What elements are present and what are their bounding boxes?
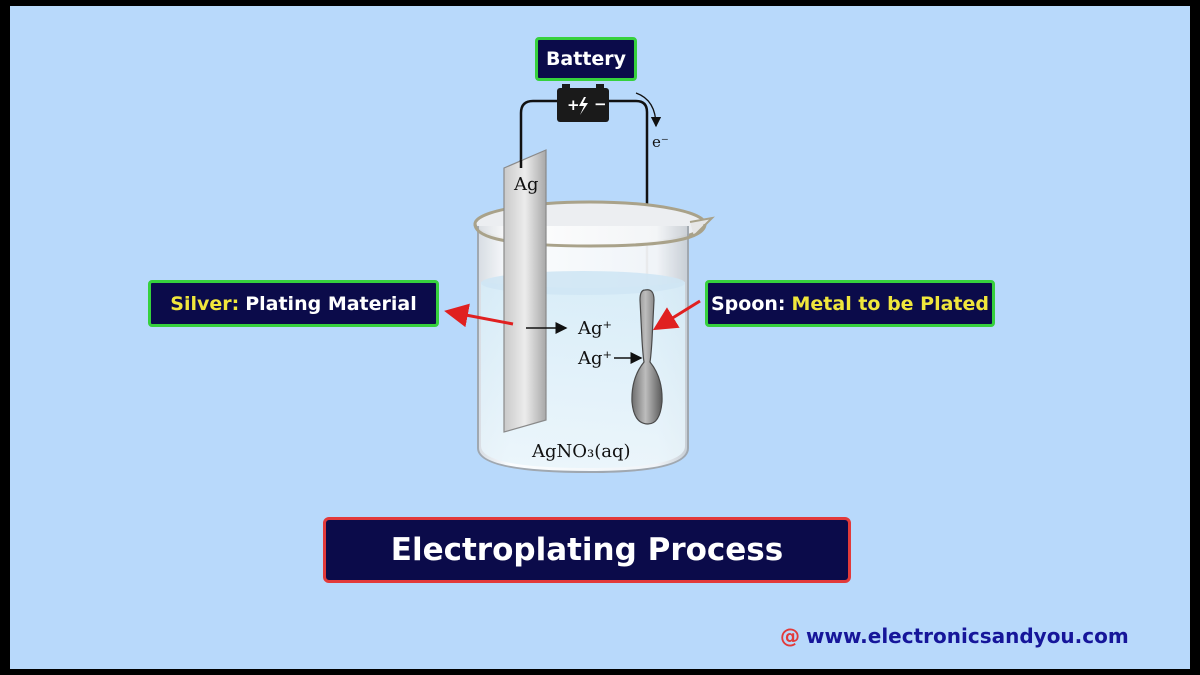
title-banner: Electroplating Process: [323, 517, 851, 583]
spoon-cathode: [631, 289, 663, 425]
battery-label: Battery: [545, 48, 627, 70]
silver-term: Silver:: [170, 292, 240, 315]
battery-label-box: Battery: [535, 37, 637, 81]
watermark: @www.electronicsandyou.com: [780, 624, 1129, 648]
spoon-description: Metal to be Plated: [791, 292, 990, 315]
wire-left: [519, 99, 557, 178]
battery-icon: + −: [557, 84, 609, 122]
watermark-symbol: @: [780, 624, 800, 648]
beaker-spout: [689, 216, 715, 237]
spoon-term: Spoon:: [710, 292, 786, 315]
ion-label-1: Ag⁺: [577, 318, 612, 339]
anode-metal-label: Ag: [513, 174, 539, 195]
silver-callout: Silver: Plating Material: [148, 280, 439, 327]
electron-flow-arrow: [635, 92, 662, 128]
silver-description: Plating Material: [245, 292, 417, 315]
electron-label: e⁻: [652, 133, 669, 151]
watermark-site: www.electronicsandyou.com: [806, 624, 1129, 648]
page-title: Electroplating Process: [390, 532, 784, 568]
wire-right: [609, 99, 649, 300]
silver-anode-plate: [503, 149, 547, 433]
svg-text:−: −: [594, 95, 607, 113]
solution-label: AgNO₃(aq): [531, 441, 631, 462]
spoon-pointer-arrow: [652, 299, 701, 331]
ion-label-2: Ag⁺: [577, 348, 612, 369]
svg-text:+: +: [567, 96, 580, 114]
spoon-callout: Spoon: Metal to be Plated: [705, 280, 995, 327]
silver-pointer-arrow: [444, 303, 514, 328]
